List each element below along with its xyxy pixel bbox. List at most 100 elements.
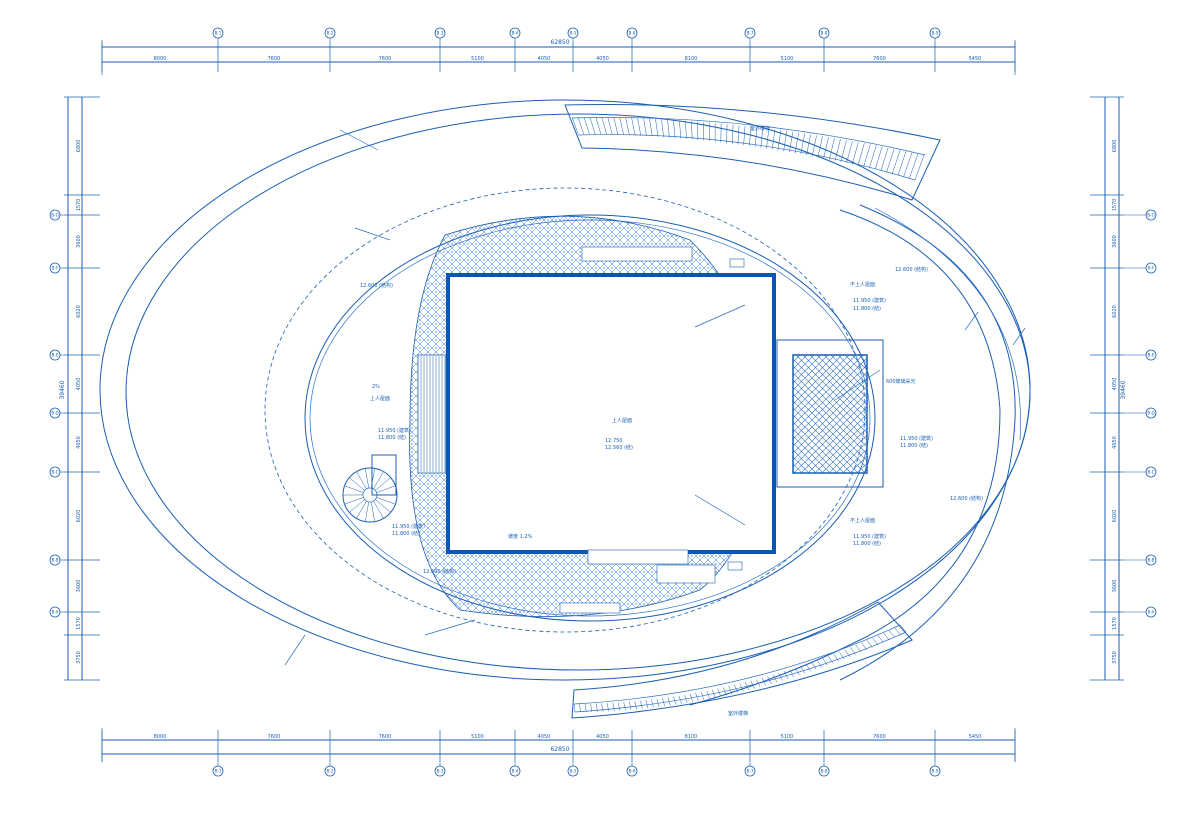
- svg-text:B-D: B-D: [51, 411, 58, 416]
- svg-text:B-3: B-3: [437, 769, 444, 774]
- elev-top-right: 11.950 (建筑): [853, 297, 886, 304]
- dimension-segment: 8000: [154, 734, 167, 740]
- svg-text:B-G: B-G: [1147, 213, 1154, 218]
- axis-bubble: B-1: [213, 28, 223, 38]
- axis-bubble: B-7: [745, 766, 755, 776]
- center-label: 上人屋面: [612, 417, 632, 424]
- elev-outer-bottom: 12.600 (结构): [423, 568, 456, 575]
- svg-text:B-2: B-2: [327, 769, 334, 774]
- axis-bubble: B-G: [50, 210, 60, 220]
- right-axis-bubbles: B-GB-FB-EB-DB-CB-BB-A: [1124, 210, 1156, 617]
- axis-bubble: B-8: [819, 766, 829, 776]
- dimension-segment: 4050: [76, 378, 82, 391]
- svg-text:B-C: B-C: [52, 470, 59, 475]
- elev-right-2: 11.800 (结): [900, 442, 928, 449]
- svg-text:B-E: B-E: [52, 353, 59, 358]
- dimension-segment: 4050: [538, 734, 551, 740]
- svg-text:B-B: B-B: [52, 558, 59, 563]
- svg-text:B-B: B-B: [1148, 558, 1155, 563]
- dimension-segment: 1570: [76, 199, 82, 212]
- dimension-segment: 3600: [1112, 580, 1118, 593]
- elev-right: 11.950 (建筑): [900, 435, 933, 442]
- axis-bubble: B-3: [435, 766, 445, 776]
- dimension-segment: 5100: [471, 734, 484, 740]
- dimension-segment: 5450: [969, 56, 982, 62]
- axis-bubble: B-9: [930, 28, 940, 38]
- svg-text:B-6: B-6: [629, 31, 636, 36]
- svg-text:B-5: B-5: [570, 769, 577, 774]
- axis-bubble: B-F: [1146, 263, 1156, 273]
- svg-text:B-F: B-F: [1148, 266, 1155, 271]
- axis-bubble: B-6: [627, 766, 637, 776]
- dimension-segment: 7600: [873, 56, 886, 62]
- dimension-segment: 8100: [685, 56, 698, 62]
- bottom-stair-label: 室外楼梯: [728, 710, 748, 717]
- not-accessible-2: 不上人屋面: [850, 517, 875, 524]
- slope-label: 坡度 1.2%: [508, 533, 533, 540]
- dimension-segment: 5100: [471, 56, 484, 62]
- axis-bubble: B-E: [50, 350, 60, 360]
- dimension-segment: 4050: [1112, 378, 1118, 391]
- axis-bubble: B-D: [1146, 408, 1156, 418]
- dimension-segment: 3600: [1112, 235, 1118, 248]
- axis-bubble: B-B: [50, 555, 60, 565]
- skylight-box: [777, 340, 883, 487]
- spiral-stair: [343, 455, 397, 522]
- dimension-segment: 4050: [596, 56, 609, 62]
- axis-bubble: B-4: [510, 766, 520, 776]
- svg-text:B-2: B-2: [327, 31, 334, 36]
- dimension-segment: 3600: [76, 580, 82, 593]
- elev-outer-top: 12.600 (结构): [895, 266, 928, 273]
- dimension-segment: 7600: [379, 56, 392, 62]
- axis-bubble: B-C: [1146, 467, 1156, 477]
- axis-bubble: B-6: [627, 28, 637, 38]
- dimension-segment: 3600: [76, 235, 82, 248]
- axis-bubble: B-5: [568, 28, 578, 38]
- svg-text:B-9: B-9: [932, 31, 939, 36]
- dimension-segment: 6800: [76, 140, 82, 153]
- axis-bubble: B-9: [930, 766, 940, 776]
- accessible-label: 上人屋面: [370, 395, 390, 402]
- elev-bottom-left-2: 11.800 (结): [392, 530, 420, 537]
- svg-text:B-4: B-4: [512, 31, 519, 36]
- svg-text:B-8: B-8: [821, 31, 828, 36]
- svg-text:B-E: B-E: [1148, 353, 1155, 358]
- dimension-segment: 7600: [268, 56, 281, 62]
- svg-text:B-F: B-F: [52, 266, 59, 271]
- dimension-segment: 6020: [76, 510, 82, 523]
- dimension-segment: 5450: [969, 734, 982, 740]
- top-axis-bubbles: B-1 B-2 B-3 B-4 B-5 B-6 B-7 B-8 B-9: [213, 28, 940, 42]
- center-elev-2: 12.560 (结): [605, 444, 633, 451]
- svg-text:B-D: B-D: [1147, 411, 1154, 416]
- svg-text:B-4: B-4: [512, 769, 519, 774]
- svg-text:B-1: B-1: [215, 31, 222, 36]
- axis-bubble: B-3: [435, 28, 445, 38]
- dimension-segment: 7600: [268, 734, 281, 740]
- dimension-segment: 1570: [1112, 199, 1118, 212]
- dimension-segment: 7600: [379, 734, 392, 740]
- axis-bubble: B-4: [510, 28, 520, 38]
- dimension-segment: 4050: [538, 56, 551, 62]
- dimension-segment: 4050: [596, 734, 609, 740]
- svg-text:B-7: B-7: [747, 31, 754, 36]
- axis-bubble: B-D: [50, 408, 60, 418]
- svg-text:B-A: B-A: [52, 610, 59, 615]
- not-accessible-1: 不上人屋面: [850, 281, 875, 288]
- dimension-segment: 4050: [76, 436, 82, 449]
- dimension-segment: 6800: [1112, 140, 1118, 153]
- dimension-segment: 8100: [685, 734, 698, 740]
- glass-roof-label: 600玻璃采光: [886, 378, 916, 385]
- axis-bubble: B-C: [50, 467, 60, 477]
- dimension-segment: 7600: [873, 734, 886, 740]
- svg-text:B-8: B-8: [821, 769, 828, 774]
- axis-bubble: B-2: [325, 766, 335, 776]
- dimension-segment: 6020: [1112, 510, 1118, 523]
- main-hall-fill: [448, 275, 774, 552]
- dimension-segment: 4050: [1112, 436, 1118, 449]
- svg-text:B-5: B-5: [570, 31, 577, 36]
